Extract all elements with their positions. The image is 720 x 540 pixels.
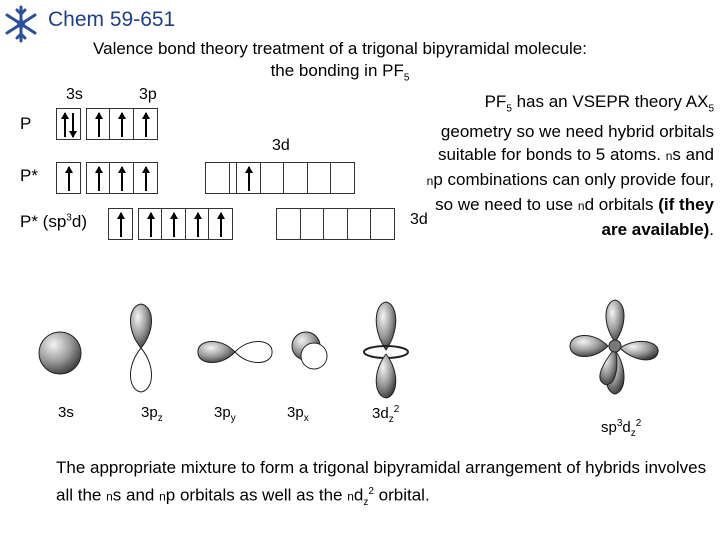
orbital-row-hybrid [108,208,233,240]
box-3s [56,108,81,140]
box-3d-2 [299,208,325,240]
electron-up-arrow [94,166,103,191]
orbital-label-3px: 3px [287,404,309,424]
box-3d-3 [283,162,308,194]
box-3p-1 [85,108,111,140]
box-hybrid-5 [208,208,233,240]
box-3p-3 [132,162,158,194]
orbital-row-pstar [56,162,158,194]
electron-up-arrow [217,212,225,237]
box-3d-2 [259,162,285,194]
title-line-1: Valence bond theory treatment of a trigo… [93,39,587,58]
electron-up-arrow [65,166,73,191]
box-hybrid-4 [184,208,210,240]
electron-up-arrow [170,212,178,237]
snowflake-logo-icon [5,5,37,43]
orbital-label-3s: 3s [58,404,74,421]
orbital-row-p [56,108,158,140]
orbital-3px [291,331,328,370]
electron-up-arrow [193,212,202,237]
electron-up-arrow [61,112,69,137]
orbital-label-3dz2: 3dz2 [372,404,400,425]
electron-up-arrow [146,212,155,237]
label-3p: 3p [139,86,157,103]
box-3d-4 [306,162,332,194]
orbital-3s [38,331,82,375]
electron-up-arrow [118,166,126,191]
box-3d-1 [236,162,261,194]
orbital-label-3pz: 3pz [141,404,163,424]
label-3d-upper: 3d [272,137,290,154]
box-3p-2 [109,108,134,140]
orbital-3dz2 [363,301,409,399]
box-3p-2 [109,162,134,194]
box-hybrid-3 [161,208,186,240]
orbital-row-hybrid-3d [276,208,395,240]
electron-up-arrow [141,112,150,137]
orbital-label-sp3dz2: sp3dz2 [601,418,642,439]
label-3d-lower: 3d [410,211,428,228]
orbital-3py [197,341,273,363]
row-label-hybrid: P* (sp3d) [20,212,87,231]
orbital-3pz [130,303,152,393]
electron-up-arrow [118,112,126,137]
conclusion-paragraph: The appropriate mixture to form a trigon… [56,458,707,509]
slide-title: Valence bond theory treatment of a trigo… [40,38,640,89]
box-hybrid-1 [108,208,133,240]
box-hybrid-2 [137,208,163,240]
course-title: Chem 59-651 [48,8,176,31]
orbital-label-3py: 3py [214,404,236,424]
title-line-2: the bonding in PF5 [270,61,410,84]
explanation-paragraph: PF5 has an VSEPR theory AX5 geometry so … [426,92,714,240]
box-3d-4 [346,208,372,240]
row-label-pstar: P* [20,166,38,185]
box-3d-5 [370,208,395,240]
box-3d-3 [323,208,348,240]
box-3d-5 [330,162,355,194]
box-3p-3 [132,108,158,140]
electron-down-arrow [69,113,77,138]
box-3p-1 [85,162,111,194]
box-3d-1 [276,208,301,240]
row-label-p: P [20,114,32,133]
orbital-row-pstar-3d [236,162,355,194]
electron-up-arrow [141,166,150,191]
label-3s: 3s [66,86,83,103]
electron-up-arrow [94,112,103,137]
box-3s [56,162,81,194]
orbital-illustrations [38,299,659,399]
electron-up-arrow [245,166,253,191]
orbital-sp3dz2-hybrid [569,299,659,395]
box-3d-1 [205,162,230,194]
electron-up-arrow [117,212,125,237]
